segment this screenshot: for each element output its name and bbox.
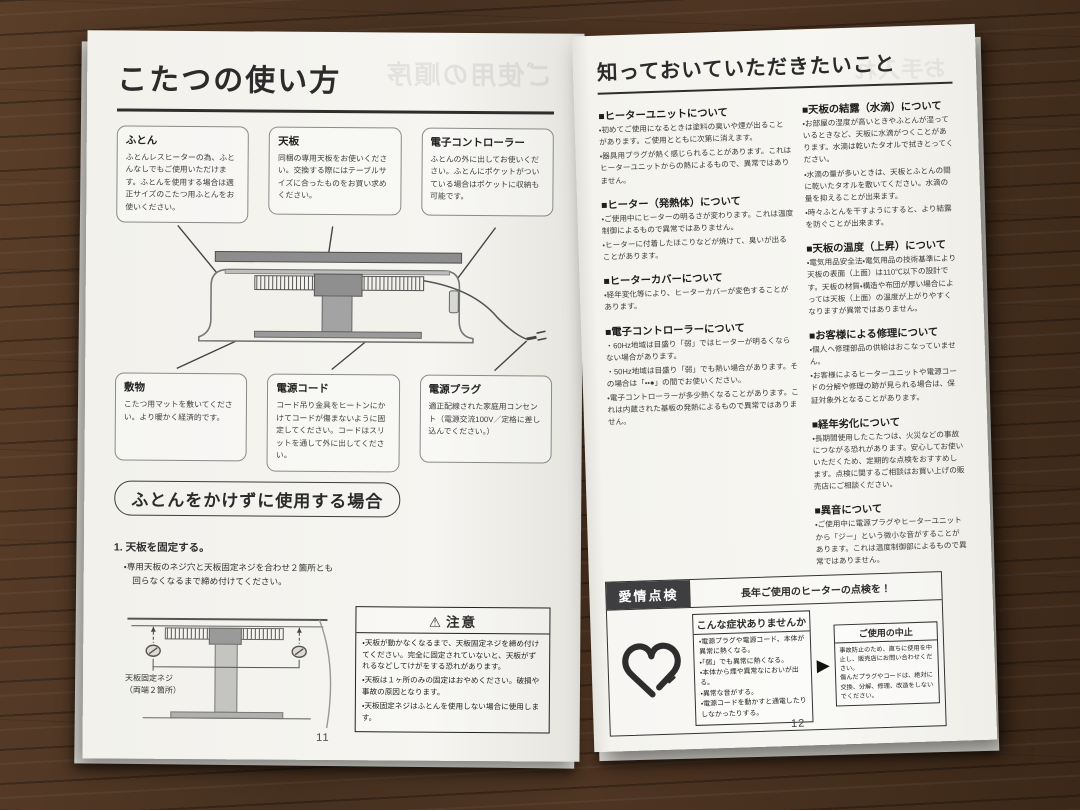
section-bullet: ・初めてご使用になるときは塗料の臭いや煙が出ることがあります。ご使用とともに次第… xyxy=(598,119,784,147)
stop-use-box: ご使用の中止 事故防止のため、直ちに使用を中止し、販売店にお問い合わせください。… xyxy=(833,620,940,707)
section-bullet: ・時々ふとんを干すようにすると、より結露を防ぐことが出来ます。 xyxy=(805,203,952,230)
section-bullet: ・器具用プラグが熱く感じられることがあります。これはヒーターユニットからの熱によ… xyxy=(599,145,792,186)
callout-body: 同梱の専用天板をお使いください。交換する際にはテーブルサイズに合ったものをお買い… xyxy=(277,153,388,201)
callout-title: 敷物 xyxy=(124,381,146,395)
callout-body: ふとんレスヒーターの為、ふとんなしでもご使用いただけます。ふとんを使用する場合は… xyxy=(125,152,235,212)
kotatsu-diagram xyxy=(176,225,547,372)
stop-use-body: 事故防止のため、直ちに使用を中止し、販売店にお問い合わせください。 傷んだプラグ… xyxy=(839,644,934,701)
callout-title: 電源プラグ xyxy=(428,384,482,397)
callout-title: ふとん xyxy=(125,134,158,147)
screw-label: 天板固定ネジ （両端２箇所） xyxy=(124,673,181,695)
section-heater-unit: ■ヒーターユニットについて ・初めてご使用になるときは塗料の臭いや煙が出ることが… xyxy=(598,102,792,188)
callout-box-power-plug: 電源プラグ 適正配線された家庭用コンセント（電源交流100V／定格に差し込んでく… xyxy=(419,374,553,464)
bottom-row: 天板固定ネジ （両端２箇所） ⚠注意 ・天板が動かなくなるまで、天板固定ネジを締… xyxy=(113,604,551,749)
inspection-body: こんな症状ありませんか ・電源プラグや電源コード、本体が異常に熱くなる。 ・「弱… xyxy=(607,600,946,735)
aijou-tenken-label: 愛情点検 xyxy=(606,580,691,610)
column-left: ■ヒーターユニットについて ・初めてご使用になるときは塗料の臭いや煙が出ることが… xyxy=(598,93,805,577)
page-title-text: 知っておいていただきたいこと xyxy=(596,52,896,85)
callout-box-controller: 電子コントローラー ふとんの外に出してお使いください。ふとんにポケットがついてい… xyxy=(420,127,554,217)
callout-body: 適正配線された家庭用コンセント（電源交流100V／定格に差し込んでください。） xyxy=(428,402,541,437)
caution-item: ・天板が動かなくなるまで、天板固定ネジを締め付けてください。完全に固定されていな… xyxy=(362,638,540,672)
section-bullet: ・水滴の量が多いときは、天板とふとんの間に乾いたタオルを敷いてください。水滴の量… xyxy=(803,165,951,204)
arrow-right-icon: ▶ xyxy=(816,656,831,676)
screw-left-glyph xyxy=(145,626,161,657)
callout-box-power-cord: 電源コード コード吊り金具をヒートンにかけてコードが傷まないように固定してくださ… xyxy=(266,373,400,473)
section-bullet: ・ヒーターに付着したほこりなどが焼けて、臭いが出ることがあります。 xyxy=(602,234,787,262)
callout-box-futon: ふとん ふとんレスヒーターの為、ふとんなしでもご使用いただけます。ふとんを使用す… xyxy=(116,125,250,224)
section-bullet: ・経年変化等により、ヒーターカバーが変色することがあります。 xyxy=(603,285,789,313)
callout-body: ふとんの外に出してお使いください。ふとんにポケットがついている場合はポケットに収… xyxy=(430,154,540,202)
section-heading-no-futon: ふとんをかけずに使用する場合 xyxy=(114,480,401,518)
section-bullet: ・長期間使用したこたつは、火災などの事故につながる恐れがあります。安心してお使い… xyxy=(812,429,965,492)
section-bullet: ・電子コントローラーが多少熱くなることがあります。これは内蔵された基板の発熱によ… xyxy=(607,387,799,427)
section-customer-repair: ■お客様による修理について ・個人へ修理部品の供給はおこなっていません。 ・お客… xyxy=(809,322,963,406)
section-bullet: ・ご使用中に電源プラグやヒーターユニットから「ジー」という微小な音がすることがあ… xyxy=(814,515,967,566)
section-heater-cover: ■ヒーターカバーについて ・経年変化等により、ヒーターカバーが変色することがあり… xyxy=(603,267,796,314)
callout-box-tenban: 天板 同梱の専用天板をお使いください。交換する際にはテーブルサイズに合ったものを… xyxy=(268,126,402,216)
callout-title: 電子コントローラー xyxy=(430,136,525,150)
top-callout-row: ふとん ふとんレスヒーターの為、ふとんなしでもご使用いただけます。ふとんを使用す… xyxy=(116,125,554,225)
page-title: 知っておいていただきたいこと お手入れ xyxy=(596,44,953,95)
right-page: 知っておいていただきたいこと お手入れ ■ヒーターユニットについて ・初めてご使… xyxy=(571,23,998,753)
callout-body: コード吊り金具をヒートンにかけてコードが傷まないように固定してください。コードは… xyxy=(275,400,386,460)
page-title-text: こたつの使い方 xyxy=(117,63,342,99)
section-bullet: ・ご使用中にヒーターの明るさが変わります。これは温度制御によるもので異常ではあり… xyxy=(601,208,794,236)
bleed-through-text: ご使用の順序 xyxy=(384,59,553,91)
callout-box-shikimono: 敷物 こたつ用マットを敷いてください。より暖かく経済的です。 xyxy=(114,372,248,462)
step-fix-tabletop: 1. 天板を固定する。 ・専用天板のネジ穴と天板固定ネジを合わせ２箇所とも 回ら… xyxy=(114,539,551,591)
section-bullet: ・50Hz地域は目盛り「弱」でも熱い場合があります。その場合は「・・●」の間でお… xyxy=(606,361,799,389)
page-number: 11 xyxy=(316,731,330,744)
aijou-tenken-heart-icon xyxy=(614,638,690,704)
bottom-callout-row: 敷物 こたつ用マットを敷いてください。より暖かく経済的です。 電源コード コード… xyxy=(114,372,553,473)
callout-body: こたつ用マットを敷いてください。より暖かく経済的です。 xyxy=(123,399,233,423)
screw-fixing-diagram: 天板固定ネジ （両端２箇所） xyxy=(113,604,342,748)
aijou-tenken-box: 愛情点検 長年ご使用のヒーターの点検を！ こんな症状ありませんか ・電源プラグや… xyxy=(604,571,947,737)
column-right: ■天板の結露（水滴）について ・お部屋の湿度が高いときやふとんが湿っているときな… xyxy=(801,88,967,570)
section-heater-element: ■ヒーター（発熱体）について ・ご使用中にヒーターの明るさが変わります。これは温… xyxy=(601,190,795,264)
plug-glyph xyxy=(656,671,676,690)
section-bullet: ・お客様によるヒーターユニットや電源コードの分解や修理の跡が見られる場合は、保証… xyxy=(810,366,958,405)
section-bullet: ・60Hz地域は目盛り「弱」ではヒーターが明るくならない場合があります。 xyxy=(605,335,791,363)
caution-box: ⚠注意 ・天板が動かなくなるまで、天板固定ネジを締め付けてください。完全に固定さ… xyxy=(354,606,551,734)
page-number: 12 xyxy=(790,717,806,730)
two-column-body: ■ヒーターユニットについて ・初めてご使用になるときは塗料の臭いや煙が出ることが… xyxy=(598,88,968,577)
caution-header: ⚠注意 xyxy=(356,607,550,635)
callout-title: 電源コード xyxy=(276,382,329,396)
caution-item: ・天板固定ネジはふとんを使用しない場合に使用します。 xyxy=(361,700,540,722)
section-tabletop-temp: ■天板の温度（上昇）について ・電気用品安全法・電気用品の技術基準により天板の表… xyxy=(806,236,960,318)
step-title: 1. 天板を固定する。 xyxy=(113,541,210,554)
section-bullet: ・個人へ修理部品の供給はおこなっていません。 xyxy=(809,340,956,367)
section-noise: ■異音について ・ご使用中に電源プラグやヒーターユニットから「ジー」という微小な… xyxy=(814,498,967,568)
step-body: ・専用天板のネジ穴と天板固定ネジを合わせ２箇所とも 回らなくなるまで締め付けてく… xyxy=(123,561,334,587)
section-bullet: ・お部屋の湿度が高いときやふとんが湿っているときなど、天板に水滴がつくことがあり… xyxy=(802,114,954,165)
power-plug-glyph xyxy=(526,330,547,342)
left-page: こたつの使い方 ご使用の順序 ふとん ふとんレスヒーターの為、ふとんなしでもご使… xyxy=(82,30,585,762)
section-condensation: ■天板の結露（水滴）について ・お部屋の湿度が高いときやふとんが湿っているときな… xyxy=(802,97,957,232)
section-aging: ■経年劣化について ・長期間使用したこたつは、火災などの事故につながる恐れがあり… xyxy=(812,411,966,493)
section-controller: ■電子コントローラーについて ・60Hz地域は目盛り「弱」ではヒーターが明るくな… xyxy=(605,317,800,429)
callout-title: 天板 xyxy=(278,135,300,148)
symptoms-box: こんな症状ありませんか ・電源プラグや電源コード、本体が異常に熱くなる。 ・「弱… xyxy=(692,610,814,726)
caution-item: ・天板は１ヶ所のみの固定はおやめください。破損や事故の原因となります。 xyxy=(361,675,540,697)
section-bullet: ・電気用品安全法・電気用品の技術基準により天板の表面（上面）は110℃以下の設計… xyxy=(806,253,957,317)
page-title: こたつの使い方 ご使用の順序 xyxy=(116,54,555,115)
screw-right-glyph xyxy=(291,627,307,658)
caution-title: 注意 xyxy=(445,614,478,630)
warning-triangle-icon: ⚠ xyxy=(428,614,444,630)
